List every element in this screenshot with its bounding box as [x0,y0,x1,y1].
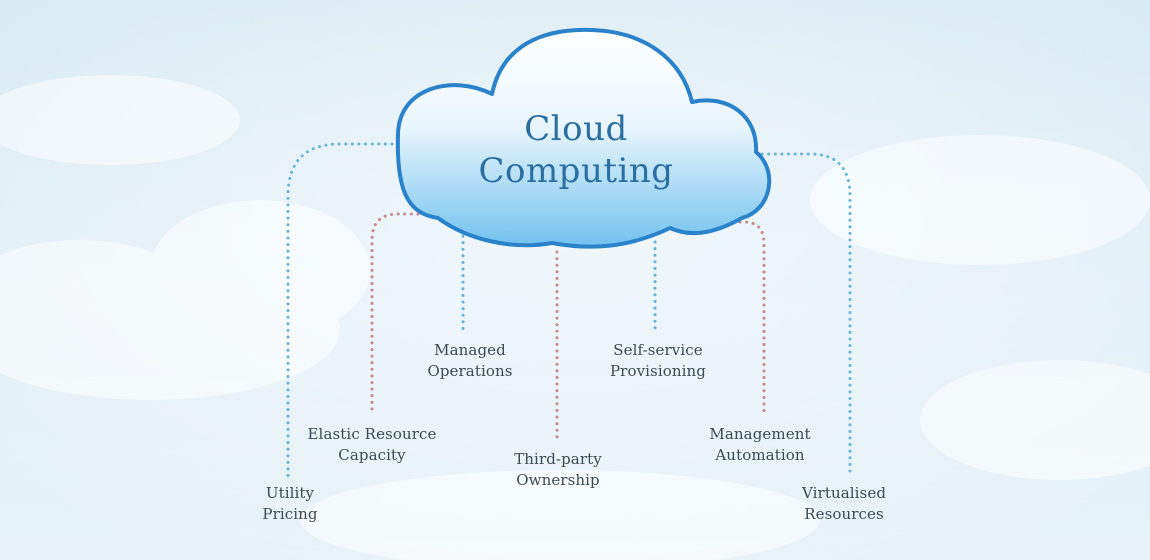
node-label-line-2: Resources [804,505,884,523]
node-label-line-2: Automation [715,446,805,464]
node-label-line-1: Utility [265,484,315,502]
connector-utility-pricing [286,142,394,480]
node-label-line-1: Elastic Resource [307,425,437,443]
connector-elastic-resource-capacity [370,212,420,416]
node-label-line-2: Capacity [338,446,406,464]
node-label-line-2: Ownership [516,471,600,489]
node-label-line-1: Managed [434,341,506,359]
node-label-line-2: Pricing [262,505,318,523]
cloud-title-line-2: Computing [478,151,673,191]
node-managed-operations: Managed Operations [427,340,512,382]
node-self-service-provisioning: Self-service Provisioning [610,340,706,382]
cloud-shape [395,27,772,249]
node-label-line-1: Third-party [514,450,602,468]
node-label-line-1: Self-service [613,341,703,359]
node-elastic-resource-capacity: Elastic Resource Capacity [308,424,437,466]
node-third-party-ownership: Third-party Ownership [514,449,602,491]
connector-virtualised-resources [760,152,852,474]
node-utility-pricing: Utility Pricing [262,483,317,525]
node-label-line-1: Management [709,425,811,443]
node-virtualised-resources: Virtualised Resources [802,483,886,525]
node-label-line-2: Provisioning [609,362,707,380]
node-label-line-1: Virtualised [801,484,887,502]
node-management-automation: Management Automation [709,424,810,466]
cloud-title-line-1: Cloud [524,109,628,149]
connector-management-automation [738,220,766,418]
node-label-line-2: Operations [427,362,513,380]
